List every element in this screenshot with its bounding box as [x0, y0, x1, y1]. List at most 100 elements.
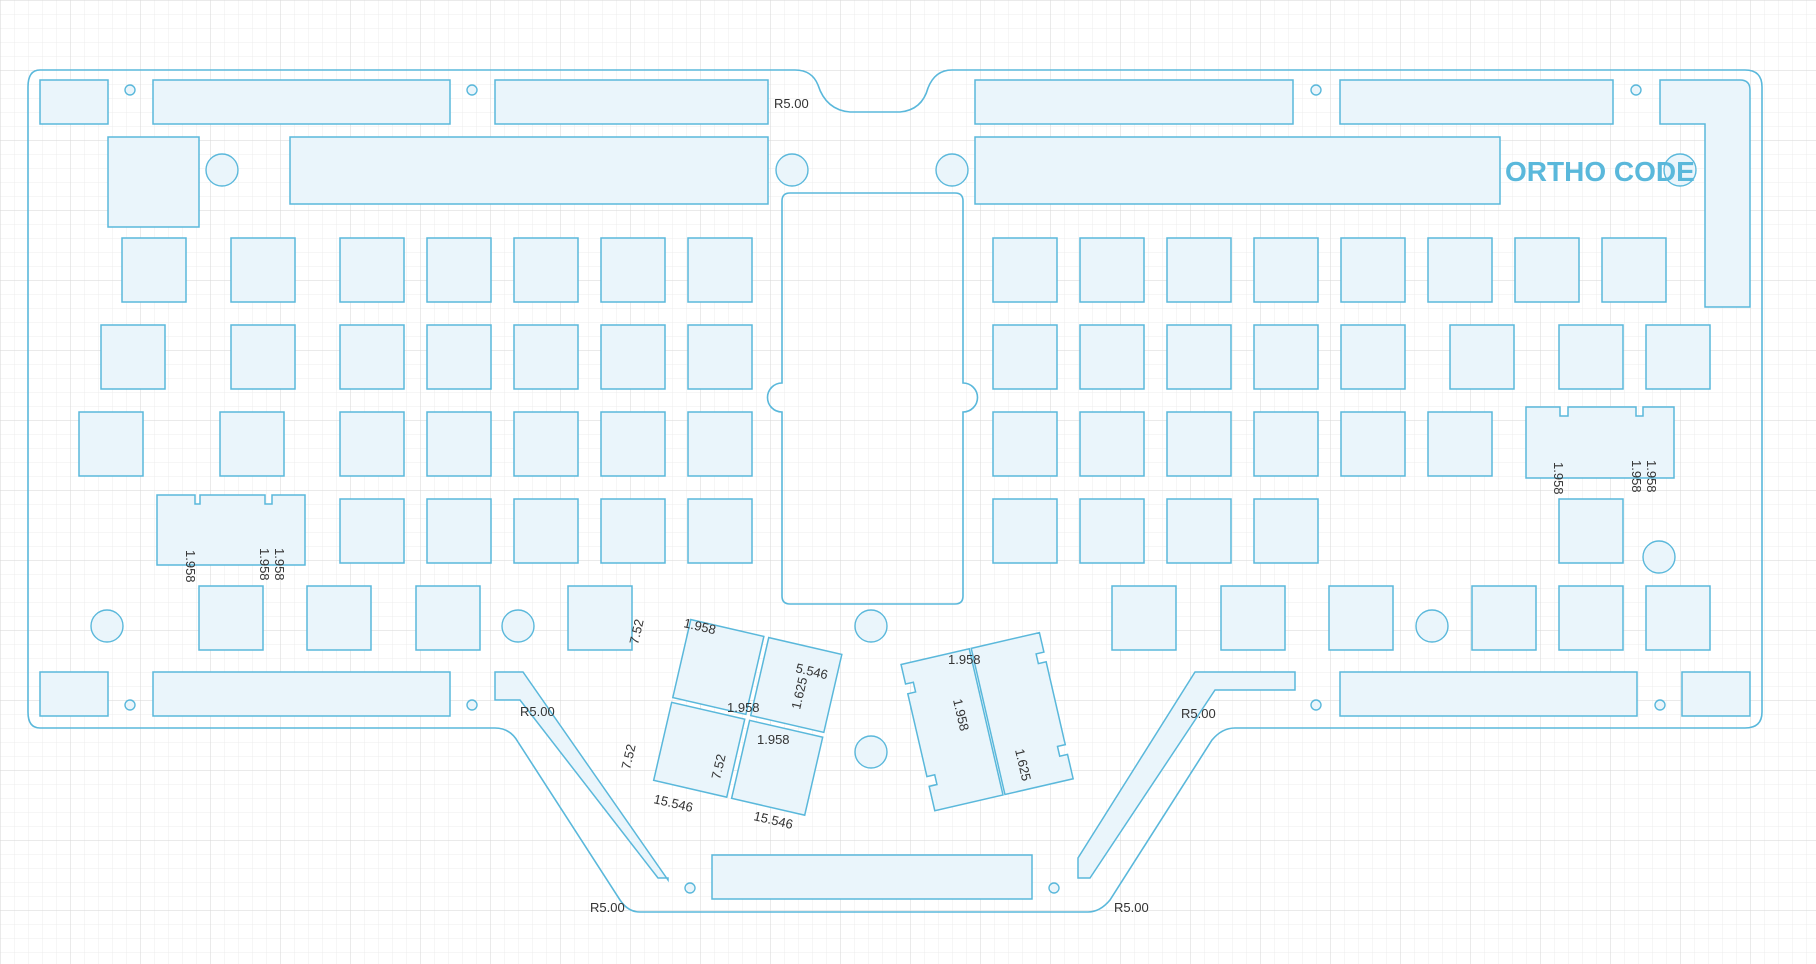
key-cutout — [600, 324, 666, 390]
key-cutout — [415, 585, 481, 651]
key-cutout — [306, 585, 372, 651]
slot-cutout — [289, 136, 769, 205]
dimension-label: 1.958 — [682, 615, 717, 637]
key-cutout — [1427, 237, 1493, 303]
key-cutout — [1220, 585, 1286, 651]
key-cutout — [1253, 237, 1319, 303]
key-cutout — [1340, 324, 1406, 390]
key-cutout — [513, 237, 579, 303]
top-stabilizer-cutouts — [39, 79, 1751, 308]
key-cutout — [1514, 237, 1580, 303]
dimension-label: 1.625 — [1012, 747, 1034, 782]
screw-holes — [90, 84, 1697, 894]
key-cutout — [1558, 324, 1624, 390]
key-cutout — [1253, 411, 1319, 477]
dimension-label: 1.958 — [1629, 460, 1644, 493]
key-cutout — [513, 324, 579, 390]
key-cutout — [1340, 411, 1406, 477]
key-cutout — [426, 411, 492, 477]
key-cutout — [1079, 324, 1145, 390]
key-cutout — [1079, 237, 1145, 303]
dimension-label: 7.52 — [626, 618, 646, 646]
logo-text: ORTHO CODE — [1505, 156, 1695, 187]
key-cutout — [513, 411, 579, 477]
key-cutout — [687, 237, 753, 303]
key-cutout — [1166, 237, 1232, 303]
key-switch-cutouts — [78, 237, 1711, 651]
dimension-label: 1.958 — [727, 700, 760, 715]
key-cutout — [1645, 324, 1711, 390]
key-cutout — [1449, 324, 1515, 390]
radius-label: R5.00 — [774, 96, 809, 111]
key-cutout — [600, 237, 666, 303]
key-cutout — [687, 411, 753, 477]
key-cutout — [230, 324, 296, 390]
key-cutout — [1111, 585, 1177, 651]
key-cutout — [1601, 237, 1667, 303]
key-cutout — [992, 411, 1058, 477]
dimension-label: 1.958 — [183, 550, 198, 583]
key-cutout — [100, 324, 166, 390]
key-cutout — [600, 498, 666, 564]
key-cutout — [1645, 585, 1711, 651]
radius-label: R5.00 — [520, 704, 555, 719]
dimension-annotations: 1.958 7.52 7.52 15.546 15.546 7.52 1.958… — [183, 460, 1659, 832]
key-cutout — [121, 237, 187, 303]
key-cutout — [78, 411, 144, 477]
radius-label: R5.00 — [590, 900, 625, 915]
square-cutout — [107, 136, 200, 228]
key-cutout — [992, 324, 1058, 390]
key-cutout — [426, 237, 492, 303]
key-cutout — [1253, 498, 1319, 564]
dimension-label: 1.958 — [272, 548, 287, 581]
key-cutout — [219, 411, 285, 477]
key-cutout — [600, 411, 666, 477]
stabilizer-housings — [156, 406, 1675, 566]
slot-cutout — [1339, 79, 1614, 125]
bottom-cutouts — [39, 671, 1751, 900]
dimension-label: 7.52 — [708, 753, 728, 781]
dimension-label: 5.546 — [794, 660, 829, 682]
dimension-label: 1.958 — [950, 697, 972, 732]
key-cutout — [1471, 585, 1537, 651]
center-cutout — [766, 192, 979, 605]
key-cutout — [687, 498, 753, 564]
key-cutout — [1079, 411, 1145, 477]
dimension-label: 1.958 — [1644, 460, 1659, 493]
dimension-label: 1.625 — [788, 676, 810, 711]
radius-label: R5.00 — [1181, 706, 1216, 721]
corner-cutout-tr — [1659, 79, 1751, 308]
dimension-label: 1.958 — [948, 652, 981, 667]
key-cutout — [1427, 411, 1493, 477]
radius-labels: R5.00 R5.00 R5.00 R5.00 R5.00 — [520, 96, 1216, 915]
dimension-label: 1.958 — [757, 732, 790, 747]
key-cutout — [567, 585, 633, 651]
key-cutout — [426, 324, 492, 390]
key-cutout — [339, 237, 405, 303]
key-cutout — [1558, 498, 1624, 564]
key-cutout — [1166, 324, 1232, 390]
key-cutout — [513, 498, 579, 564]
key-cutout — [426, 498, 492, 564]
dimension-label: 1.958 — [257, 548, 272, 581]
key-cutout — [1340, 237, 1406, 303]
corner-cutout-tl — [39, 79, 109, 125]
radius-label: R5.00 — [1114, 900, 1149, 915]
slot-cutout — [152, 79, 451, 125]
slot-cutout — [494, 79, 769, 125]
key-cutout — [198, 585, 264, 651]
key-cutout — [1253, 324, 1319, 390]
key-cutout — [992, 498, 1058, 564]
slot-cutout — [974, 79, 1294, 125]
slot-cutout — [974, 136, 1501, 205]
key-cutout — [230, 237, 296, 303]
plate-outline[interactable] — [27, 69, 1763, 913]
key-cutout — [687, 324, 753, 390]
key-cutout — [339, 411, 405, 477]
thumb-cluster-right — [900, 631, 1075, 812]
key-cutout — [1079, 498, 1145, 564]
dimension-label: 1.958 — [1551, 462, 1566, 495]
